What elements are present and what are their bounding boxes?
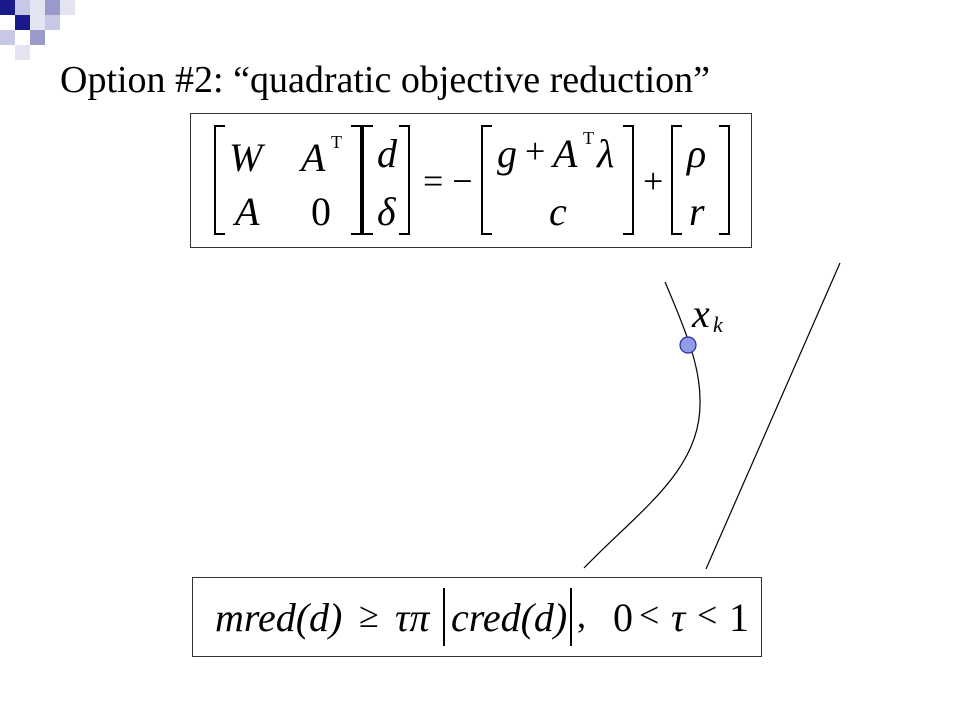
- tau-variable: τ: [671, 595, 686, 640]
- one-bound: 1: [729, 595, 749, 640]
- cred-term: cred(d): [451, 595, 568, 640]
- rhs-entry-plus: +: [525, 131, 546, 171]
- absolute-value-bars: [443, 588, 572, 646]
- deco-square: [45, 0, 60, 15]
- comma: ,: [577, 595, 586, 635]
- matrix-entry-zero: 0: [311, 189, 331, 234]
- rhs-entry-c: c: [549, 189, 567, 234]
- tau-pi-term: τπ: [395, 595, 430, 640]
- rhs-entry-a: A: [553, 131, 578, 176]
- matrix-entry-a-transpose: A: [301, 135, 326, 180]
- matrix-entry-w: W: [229, 135, 263, 180]
- matrix-entry-a: A: [235, 189, 260, 234]
- geq-sign: ≥: [359, 595, 379, 635]
- deco-square: [30, 15, 45, 30]
- reduction-condition-box: mred(d) ≥ τπ cred(d) , 0 < τ < 1: [192, 577, 762, 657]
- rhs-transpose-superscript: T: [583, 128, 594, 148]
- constraint-curve: [583, 281, 701, 569]
- mred-term: mred(d): [215, 595, 343, 640]
- slide-title: Option #2: “quadratic objective reductio…: [60, 59, 710, 101]
- residual-entry-r: r: [689, 189, 705, 234]
- equals-minus-sign: = −: [423, 161, 473, 201]
- deco-square: [0, 0, 15, 15]
- current-iterate-point: [679, 336, 697, 354]
- deco-square: [15, 15, 30, 30]
- less-than-sign-1: <: [639, 595, 660, 635]
- point-label-subscript-k: k: [713, 312, 723, 337]
- deco-square: [30, 30, 45, 45]
- rhs-entry-lambda: λ: [597, 131, 615, 176]
- deco-square: [45, 15, 60, 30]
- plus-sign: +: [643, 161, 664, 201]
- zero-bound: 0: [613, 595, 633, 640]
- residual-entry-rho: ρ: [687, 131, 707, 176]
- deco-square: [15, 0, 30, 15]
- deco-square: [60, 0, 75, 15]
- rhs-entry-g: g: [497, 131, 517, 176]
- matrix-brackets: [214, 125, 730, 235]
- vector-entry-delta: δ: [377, 189, 396, 234]
- straight-line: [705, 262, 841, 570]
- deco-square: [0, 30, 15, 45]
- less-than-sign-2: <: [697, 595, 718, 635]
- transpose-superscript: T: [331, 132, 342, 152]
- vector-entry-d: d: [377, 131, 397, 176]
- deco-square: [15, 45, 30, 60]
- point-label-x: x: [692, 291, 710, 336]
- deco-square: [30, 0, 45, 15]
- kkt-system-equation-box: W A T A 0 d δ = − g + A T λ c + ρ r: [190, 113, 752, 248]
- corner-decoration: [0, 0, 80, 60]
